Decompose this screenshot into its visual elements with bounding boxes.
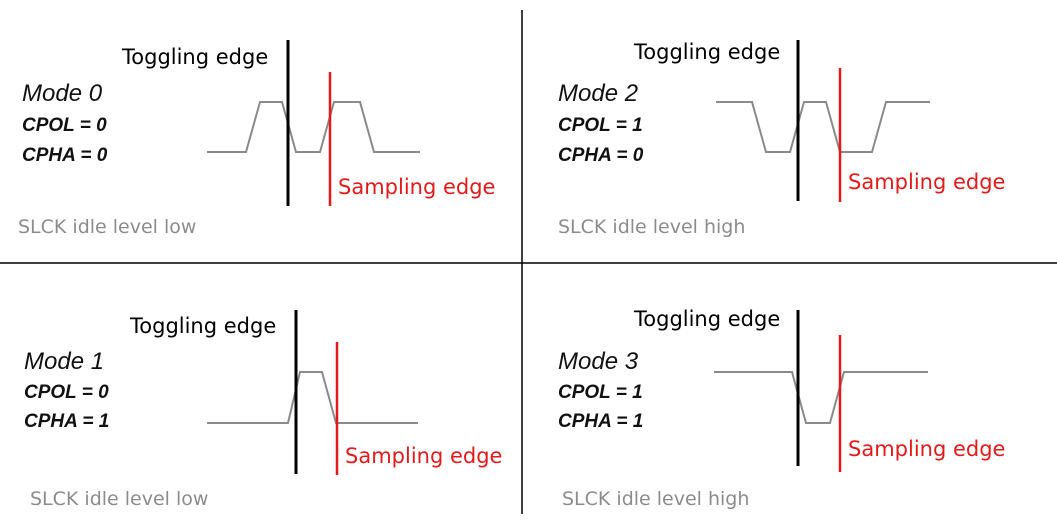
panel-mode-0: Toggling edge Sampling edge Mode 0 CPOL … [18,40,495,238]
mode-title: Mode 1 [24,348,104,375]
cpol-label: CPOL = 0 [24,382,109,403]
mode-title: Mode 3 [558,348,639,375]
sampling-edge-label: Sampling edge [345,444,502,468]
cpha-label: CPHA = 0 [558,145,644,166]
sampling-edge-label: Sampling edge [338,175,495,199]
cpol-label: CPOL = 1 [558,382,643,403]
clock-waveform [207,371,418,424]
clock-waveform [207,101,420,153]
cpha-label: CPHA = 1 [558,411,643,432]
cpol-label: CPOL = 0 [22,115,107,136]
toggling-edge-label: Toggling edge [633,307,780,331]
cpha-label: CPHA = 1 [24,411,109,432]
clock-waveform [716,101,930,153]
cpol-label: CPOL = 1 [558,115,643,136]
mode-title: Mode 0 [22,80,103,107]
idle-level-label: SLCK idle level high [562,488,749,510]
toggling-edge-label: Toggling edge [129,314,276,338]
cpha-label: CPHA = 0 [22,145,108,166]
mode-title: Mode 2 [558,80,638,107]
idle-level-label: SLCK idle level low [30,488,208,510]
idle-level-label: SLCK idle level low [18,216,196,238]
panel-mode-3: Toggling edge Sampling edge Mode 3 CPOL … [558,307,1005,510]
panel-mode-1: Toggling edge Sampling edge Mode 1 CPOL … [24,310,502,510]
toggling-edge-label: Toggling edge [633,40,780,64]
panel-mode-2: Toggling edge Sampling edge Mode 2 CPOL … [558,40,1005,238]
toggling-edge-label: Toggling edge [121,45,268,69]
clock-waveform [714,371,928,424]
sampling-edge-label: Sampling edge [848,170,1005,194]
idle-level-label: SLCK idle level high [558,216,745,238]
sampling-edge-label: Sampling edge [848,437,1005,461]
